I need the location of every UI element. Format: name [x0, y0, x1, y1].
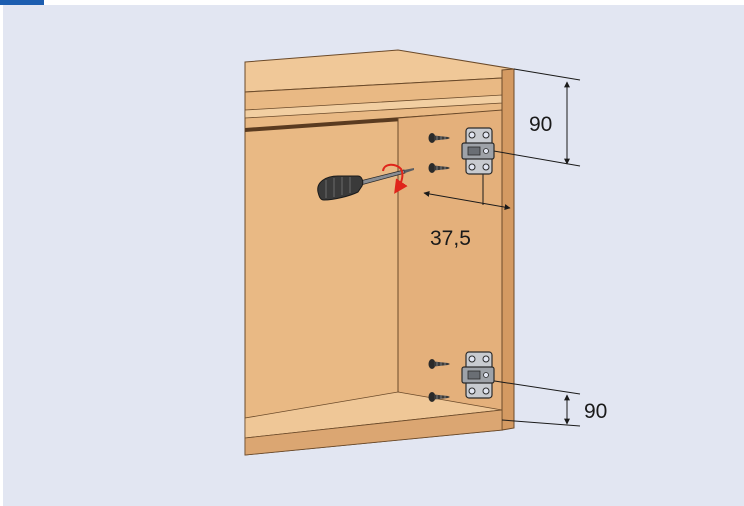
hinge-mounting-plate-icon [461, 127, 495, 175]
screw-icon [428, 359, 450, 369]
dimension-top: 90 [487, 68, 581, 167]
cabinet-bottom-front [244, 409, 503, 456]
cabinet [244, 49, 516, 456]
screw-icon [428, 133, 450, 143]
dimension-label-edge: 37,5 [430, 227, 471, 250]
cabinet-side-front-edge [501, 68, 515, 431]
screw-icon [428, 163, 450, 173]
screw-icon [428, 392, 450, 402]
hinge-mounting-plate-icon [461, 351, 495, 399]
screwdriver-icon [317, 168, 414, 201]
dimension-bottom: 90 [487, 379, 607, 427]
dimension-label-bottom: 90 [584, 400, 607, 423]
dimension-label-top: 90 [529, 113, 552, 136]
corner-accent-tab [0, 0, 44, 5]
clockwise-arrow-icon [382, 163, 408, 194]
